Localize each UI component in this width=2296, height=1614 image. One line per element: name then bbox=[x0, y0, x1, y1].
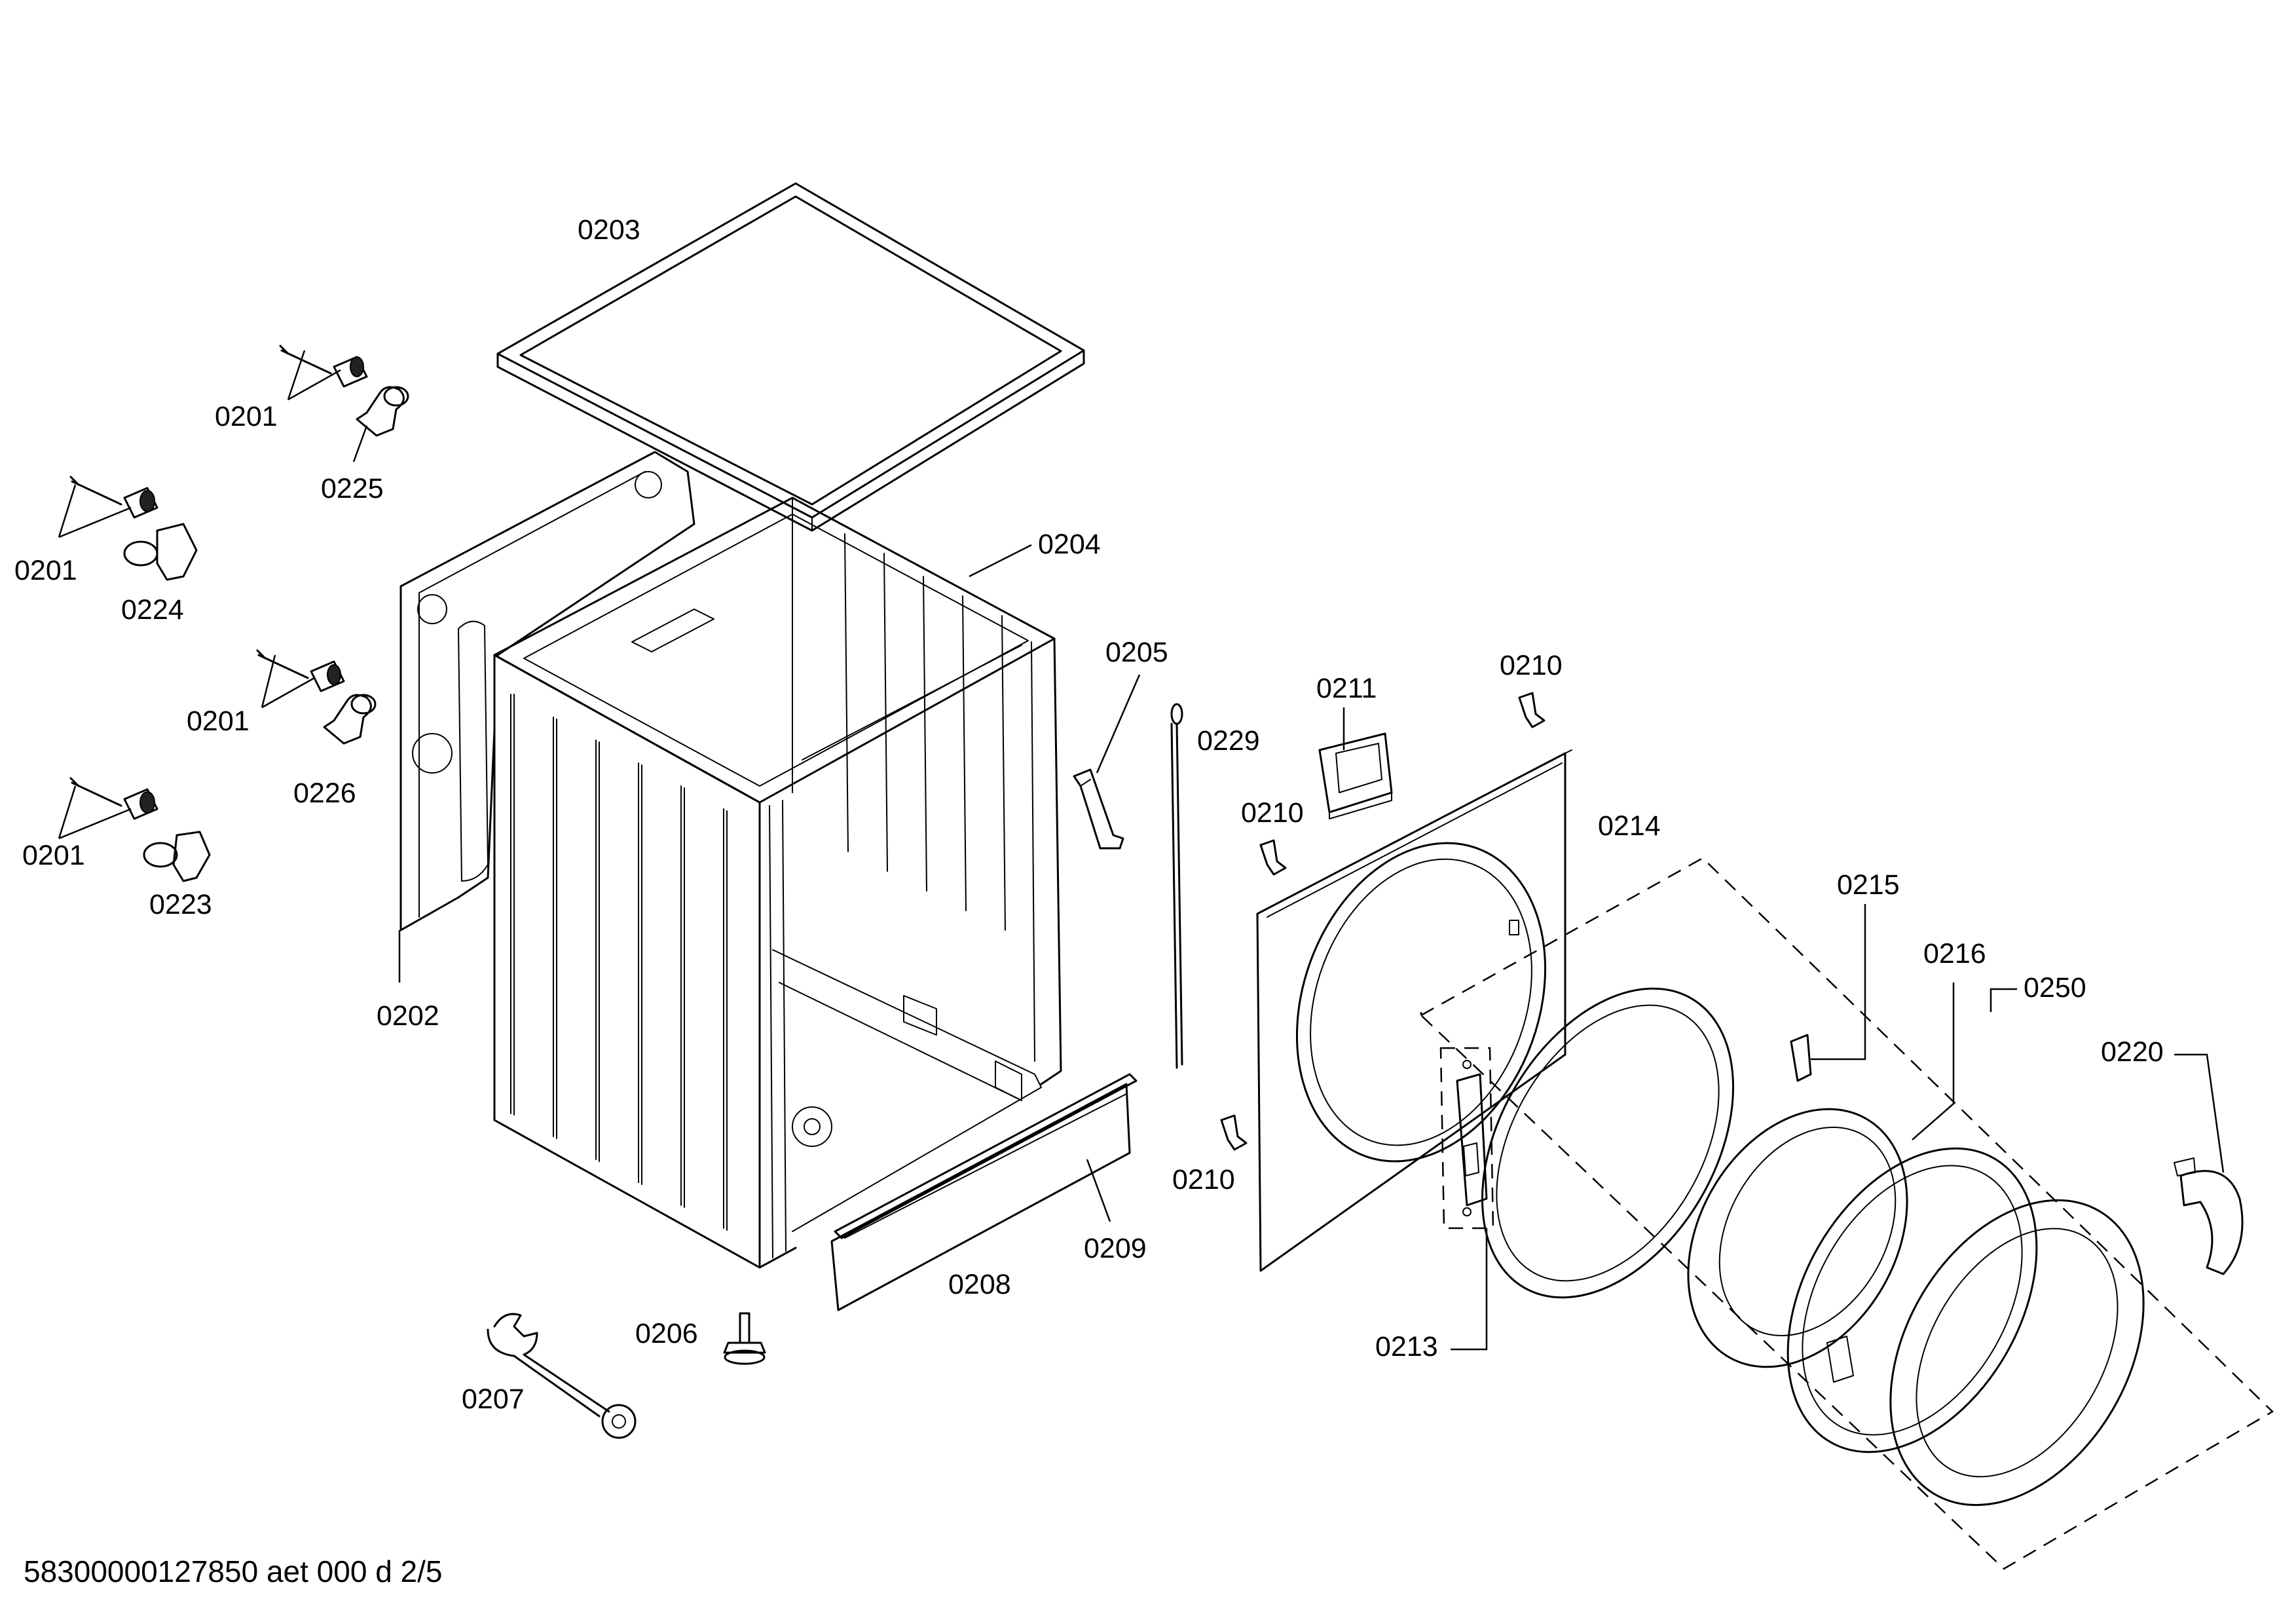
part-0226-cap[interactable] bbox=[323, 694, 377, 745]
part-0223-cap[interactable] bbox=[143, 831, 211, 882]
label-0224: 0224 bbox=[121, 594, 184, 626]
label-0201-a: 0201 bbox=[215, 401, 278, 432]
part-0208-plinth[interactable] bbox=[830, 1083, 1131, 1311]
part-0201-bolt-group-4[interactable] bbox=[69, 777, 158, 820]
part-0209-plinth-bracket[interactable] bbox=[834, 1073, 1138, 1239]
label-0205: 0205 bbox=[1105, 637, 1168, 668]
label-0203: 0203 bbox=[578, 214, 640, 246]
label-0210-c: 0210 bbox=[1172, 1164, 1235, 1195]
label-0229: 0229 bbox=[1197, 725, 1260, 757]
label-0214: 0214 bbox=[1598, 810, 1661, 842]
door-assembly-0250-boundary bbox=[1419, 857, 2274, 1570]
part-0216-door-glass[interactable] bbox=[1644, 1070, 1952, 1406]
label-0208: 0208 bbox=[948, 1269, 1011, 1300]
part-0210-clip-2[interactable] bbox=[1259, 839, 1287, 876]
label-0223: 0223 bbox=[149, 889, 212, 920]
label-0216: 0216 bbox=[1923, 938, 1986, 969]
label-0201-d: 0201 bbox=[22, 840, 85, 871]
part-0206-foot[interactable] bbox=[723, 1312, 766, 1365]
label-0250: 0250 bbox=[2024, 972, 2086, 1004]
label-0209: 0209 bbox=[1084, 1233, 1147, 1264]
label-0226: 0226 bbox=[293, 778, 356, 809]
part-0214-front-panel[interactable] bbox=[1254, 749, 1587, 1272]
part-0216-outer-ring[interactable] bbox=[1737, 1104, 2088, 1496]
footer-document-code: 58300000127850 aet 000 d 2/5 bbox=[24, 1554, 443, 1588]
part-0201-bolt-group-1[interactable] bbox=[279, 345, 368, 388]
part-0204-cabinet[interactable] bbox=[493, 497, 1062, 1269]
label-0225: 0225 bbox=[321, 473, 384, 504]
label-0202: 0202 bbox=[377, 1000, 439, 1032]
label-0207: 0207 bbox=[462, 1383, 525, 1415]
label-0211: 0211 bbox=[1316, 673, 1377, 704]
part-0213-hinge[interactable] bbox=[1439, 1047, 1494, 1229]
part-0201-bolt-group-3[interactable] bbox=[256, 649, 345, 692]
leader-lines bbox=[58, 350, 2225, 1351]
part-0224-cap[interactable] bbox=[123, 523, 198, 581]
label-0204: 0204 bbox=[1038, 529, 1101, 560]
part-labels: 0203 0201 0225 0201 0224 0201 0226 0201 … bbox=[14, 214, 2164, 1415]
part-0220-handle[interactable] bbox=[2174, 1157, 2244, 1275]
label-0206: 0206 bbox=[635, 1318, 698, 1349]
part-0210-clip-1[interactable] bbox=[1518, 692, 1546, 728]
part-0205-bracket[interactable] bbox=[1073, 768, 1124, 850]
part-0202-rear-panel[interactable] bbox=[399, 451, 695, 931]
part-0215-inner-door-frame[interactable] bbox=[1431, 945, 1812, 1342]
label-0210-a: 0210 bbox=[1500, 650, 1563, 681]
part-0207-wrench[interactable] bbox=[487, 1313, 637, 1439]
label-0201-b: 0201 bbox=[14, 555, 77, 586]
label-0210-b: 0210 bbox=[1241, 797, 1304, 829]
part-0211-module[interactable] bbox=[1318, 732, 1393, 819]
label-0215: 0215 bbox=[1837, 869, 1900, 901]
part-0201-bolt-group-2[interactable] bbox=[69, 476, 158, 519]
part-0229-rod[interactable] bbox=[1170, 703, 1183, 1069]
label-0220: 0220 bbox=[2101, 1036, 2164, 1068]
label-0201-c: 0201 bbox=[187, 705, 250, 737]
part-door-front-ring[interactable] bbox=[1839, 1155, 2195, 1550]
part-0210-clip-3[interactable] bbox=[1220, 1114, 1248, 1151]
label-0213: 0213 bbox=[1375, 1331, 1438, 1362]
part-0203-top-cover[interactable] bbox=[496, 182, 1085, 532]
part-0225-cap[interactable] bbox=[356, 386, 409, 437]
